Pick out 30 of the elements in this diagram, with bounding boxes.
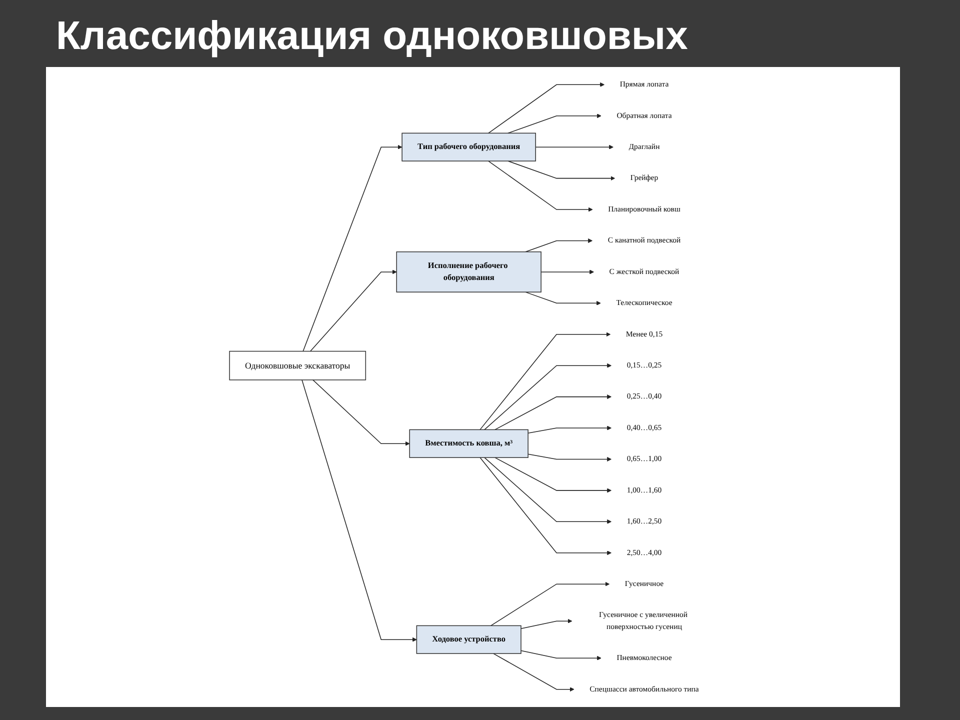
arrow (508, 114, 602, 134)
arrow (520, 650, 602, 660)
arrow (302, 144, 402, 352)
arrow (310, 270, 397, 352)
arrow (488, 160, 593, 212)
arrow (480, 457, 612, 556)
arrow (494, 457, 612, 493)
slide-title: Классификация одноковшовых (55, 13, 689, 60)
arrow (484, 457, 612, 524)
arrow (524, 238, 593, 252)
arrow (524, 292, 601, 306)
arrow (302, 380, 417, 642)
node-box: Тип рабочего оборудования (402, 132, 536, 162)
arrow (490, 582, 610, 626)
arrow (528, 454, 612, 462)
node-box: Вместимость ковша, м³ (409, 429, 528, 458)
arrow (488, 82, 605, 134)
arrow (312, 380, 410, 446)
arrow (508, 160, 616, 181)
arrow (480, 332, 611, 430)
arrow (494, 394, 612, 430)
node-box: Исполнение рабочего оборудования (396, 251, 542, 292)
arrow (493, 653, 574, 692)
arrow (528, 426, 612, 434)
node-box: Одноковшовые экскаваторы (229, 350, 366, 380)
arrow (540, 270, 594, 274)
arrow (520, 618, 572, 629)
arrow (484, 363, 612, 430)
arrow (535, 144, 614, 150)
node-box: Ходовое устройство (416, 625, 522, 654)
